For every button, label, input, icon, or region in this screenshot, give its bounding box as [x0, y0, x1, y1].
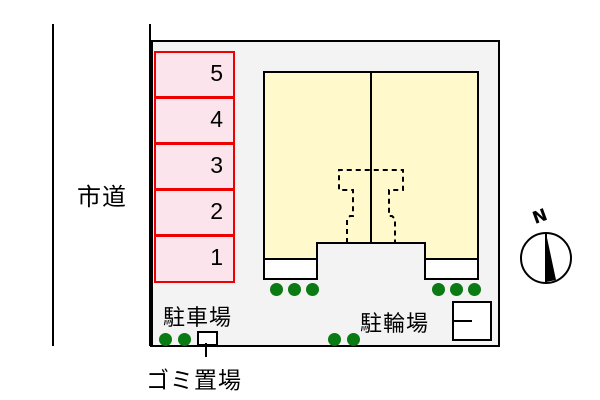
garbage-leader-line — [205, 343, 207, 357]
tree-icon — [450, 283, 463, 296]
stall-number: 1 — [210, 244, 223, 270]
tree-icon — [328, 333, 341, 346]
bicycle-parking-label: 駐輪場 — [360, 312, 430, 337]
parking-stall-1: 1 — [154, 235, 235, 283]
parking-stall-3: 3 — [154, 143, 235, 190]
parking-stall-2: 2 — [154, 189, 235, 236]
tree-icon — [347, 333, 360, 346]
parking-stall-4: 4 — [154, 97, 235, 144]
tree-icon — [432, 283, 445, 296]
stall-number: 4 — [210, 106, 223, 132]
stall-number: 5 — [210, 60, 223, 86]
road-edge-left — [52, 24, 54, 346]
stall-number: 2 — [210, 198, 223, 224]
stall-number: 3 — [210, 152, 223, 178]
parking-label: 駐車場 — [163, 306, 233, 331]
tree-icon — [270, 283, 283, 296]
garbage-area-box — [197, 331, 218, 346]
tree-icon — [178, 333, 191, 346]
garbage-label: ゴミ置場 — [146, 368, 242, 394]
tree-icon — [159, 333, 172, 346]
road-label: 市道 — [77, 183, 127, 211]
tree-icon — [468, 283, 481, 296]
parking-stall-5: 5 — [154, 51, 235, 98]
bicycle-leader-line — [452, 320, 472, 322]
tree-icon — [288, 283, 301, 296]
compass-icon — [520, 232, 572, 284]
tree-icon — [306, 283, 319, 296]
